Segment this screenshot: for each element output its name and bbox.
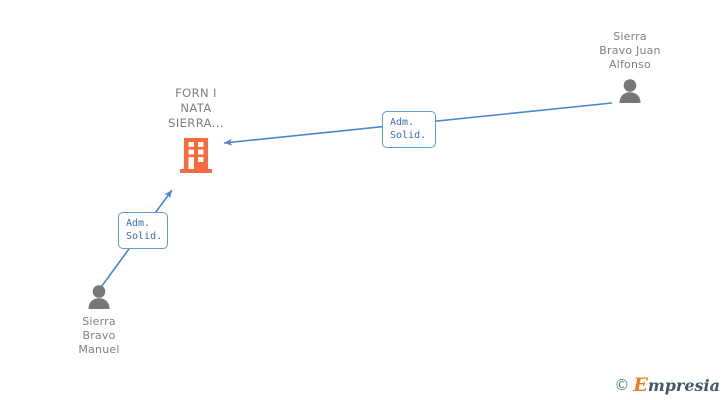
node-person-top-label: Sierra Bravo Juan Alfonso xyxy=(599,30,661,71)
person-icon[interactable] xyxy=(86,284,112,309)
building-icon[interactable] xyxy=(179,137,213,175)
brand-initial: E xyxy=(633,374,648,396)
brand-logo: Empresia xyxy=(633,374,720,396)
edge-label-top[interactable]: Adm. Solid. xyxy=(382,111,436,148)
node-company[interactable]: FORN I NATA SIERRA... xyxy=(152,86,240,175)
edge-label-bottom[interactable]: Adm. Solid. xyxy=(118,212,168,249)
copyright-icon: © xyxy=(614,376,630,394)
node-person-top[interactable]: Sierra Bravo Juan Alfonso xyxy=(572,30,688,103)
node-company-label: FORN I NATA SIERRA... xyxy=(168,86,224,130)
watermark: © Empresia xyxy=(614,374,720,396)
node-person-bottom-label: Sierra Bravo Manuel xyxy=(78,315,120,356)
node-person-bottom[interactable]: Sierra Bravo Manuel xyxy=(56,284,142,357)
person-icon[interactable] xyxy=(617,78,643,103)
brand-rest: mpresia xyxy=(647,376,720,395)
